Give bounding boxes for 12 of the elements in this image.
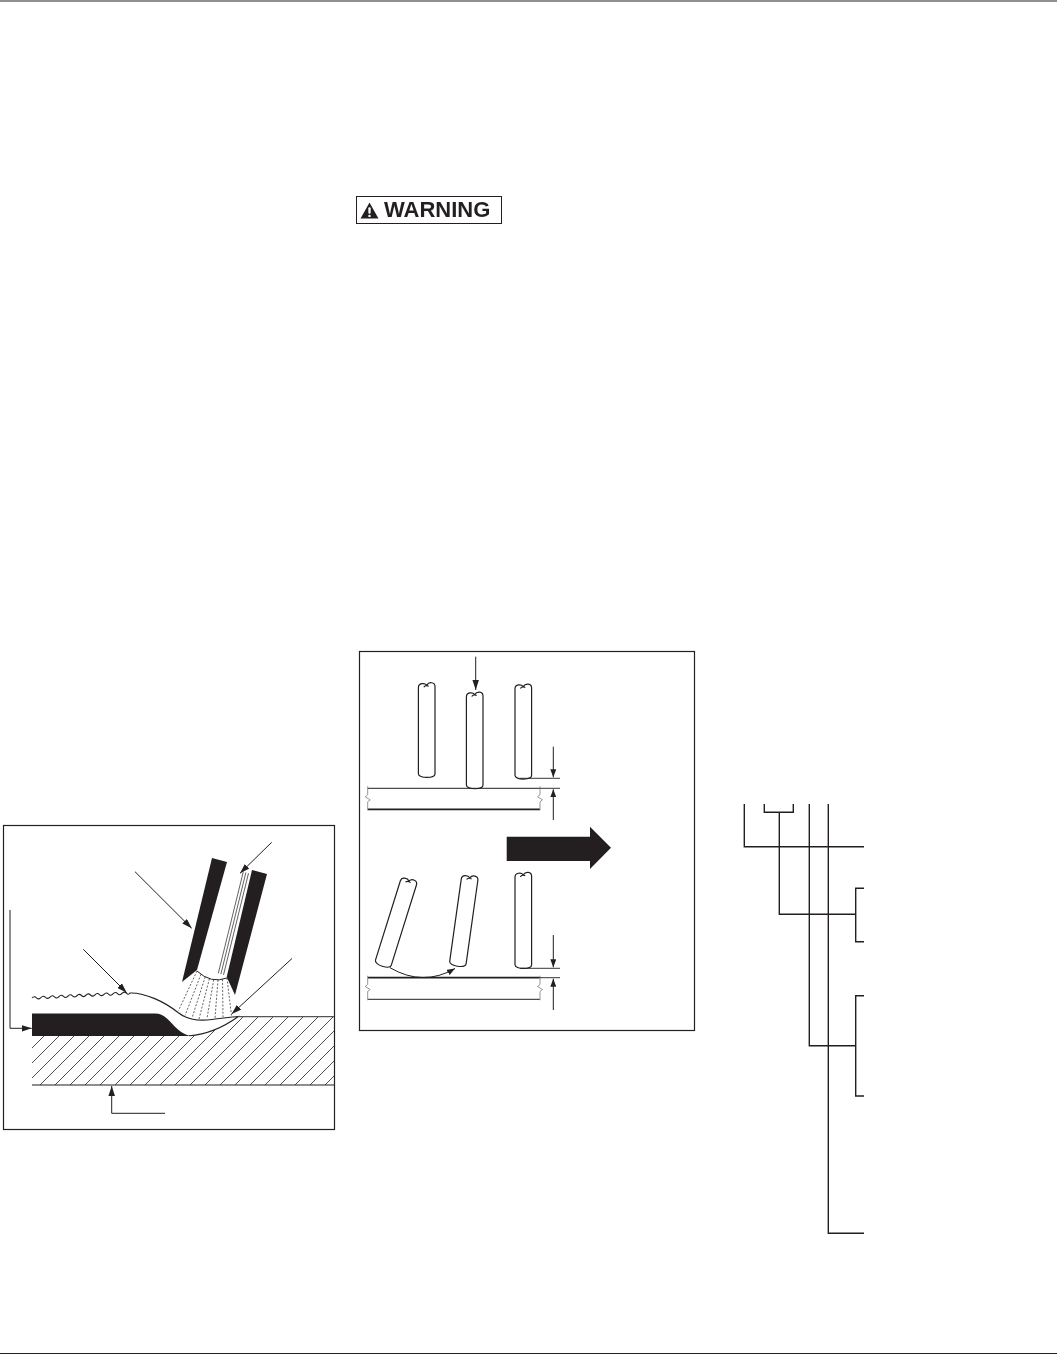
leader-arrow [9, 909, 33, 1032]
weld-bead [32, 1013, 190, 1036]
leader-arrow [82, 948, 128, 994]
electrode-rod [465, 691, 484, 790]
warning-label: WARNING [384, 199, 491, 221]
warning-banner [356, 196, 502, 224]
base-metal [31, 1016, 335, 1086]
leader-arrow [472, 656, 479, 691]
leader-arrow [239, 841, 273, 874]
slag-layer [31, 991, 179, 1014]
leader-arrow [108, 1085, 166, 1114]
leader-arrow [134, 871, 193, 929]
